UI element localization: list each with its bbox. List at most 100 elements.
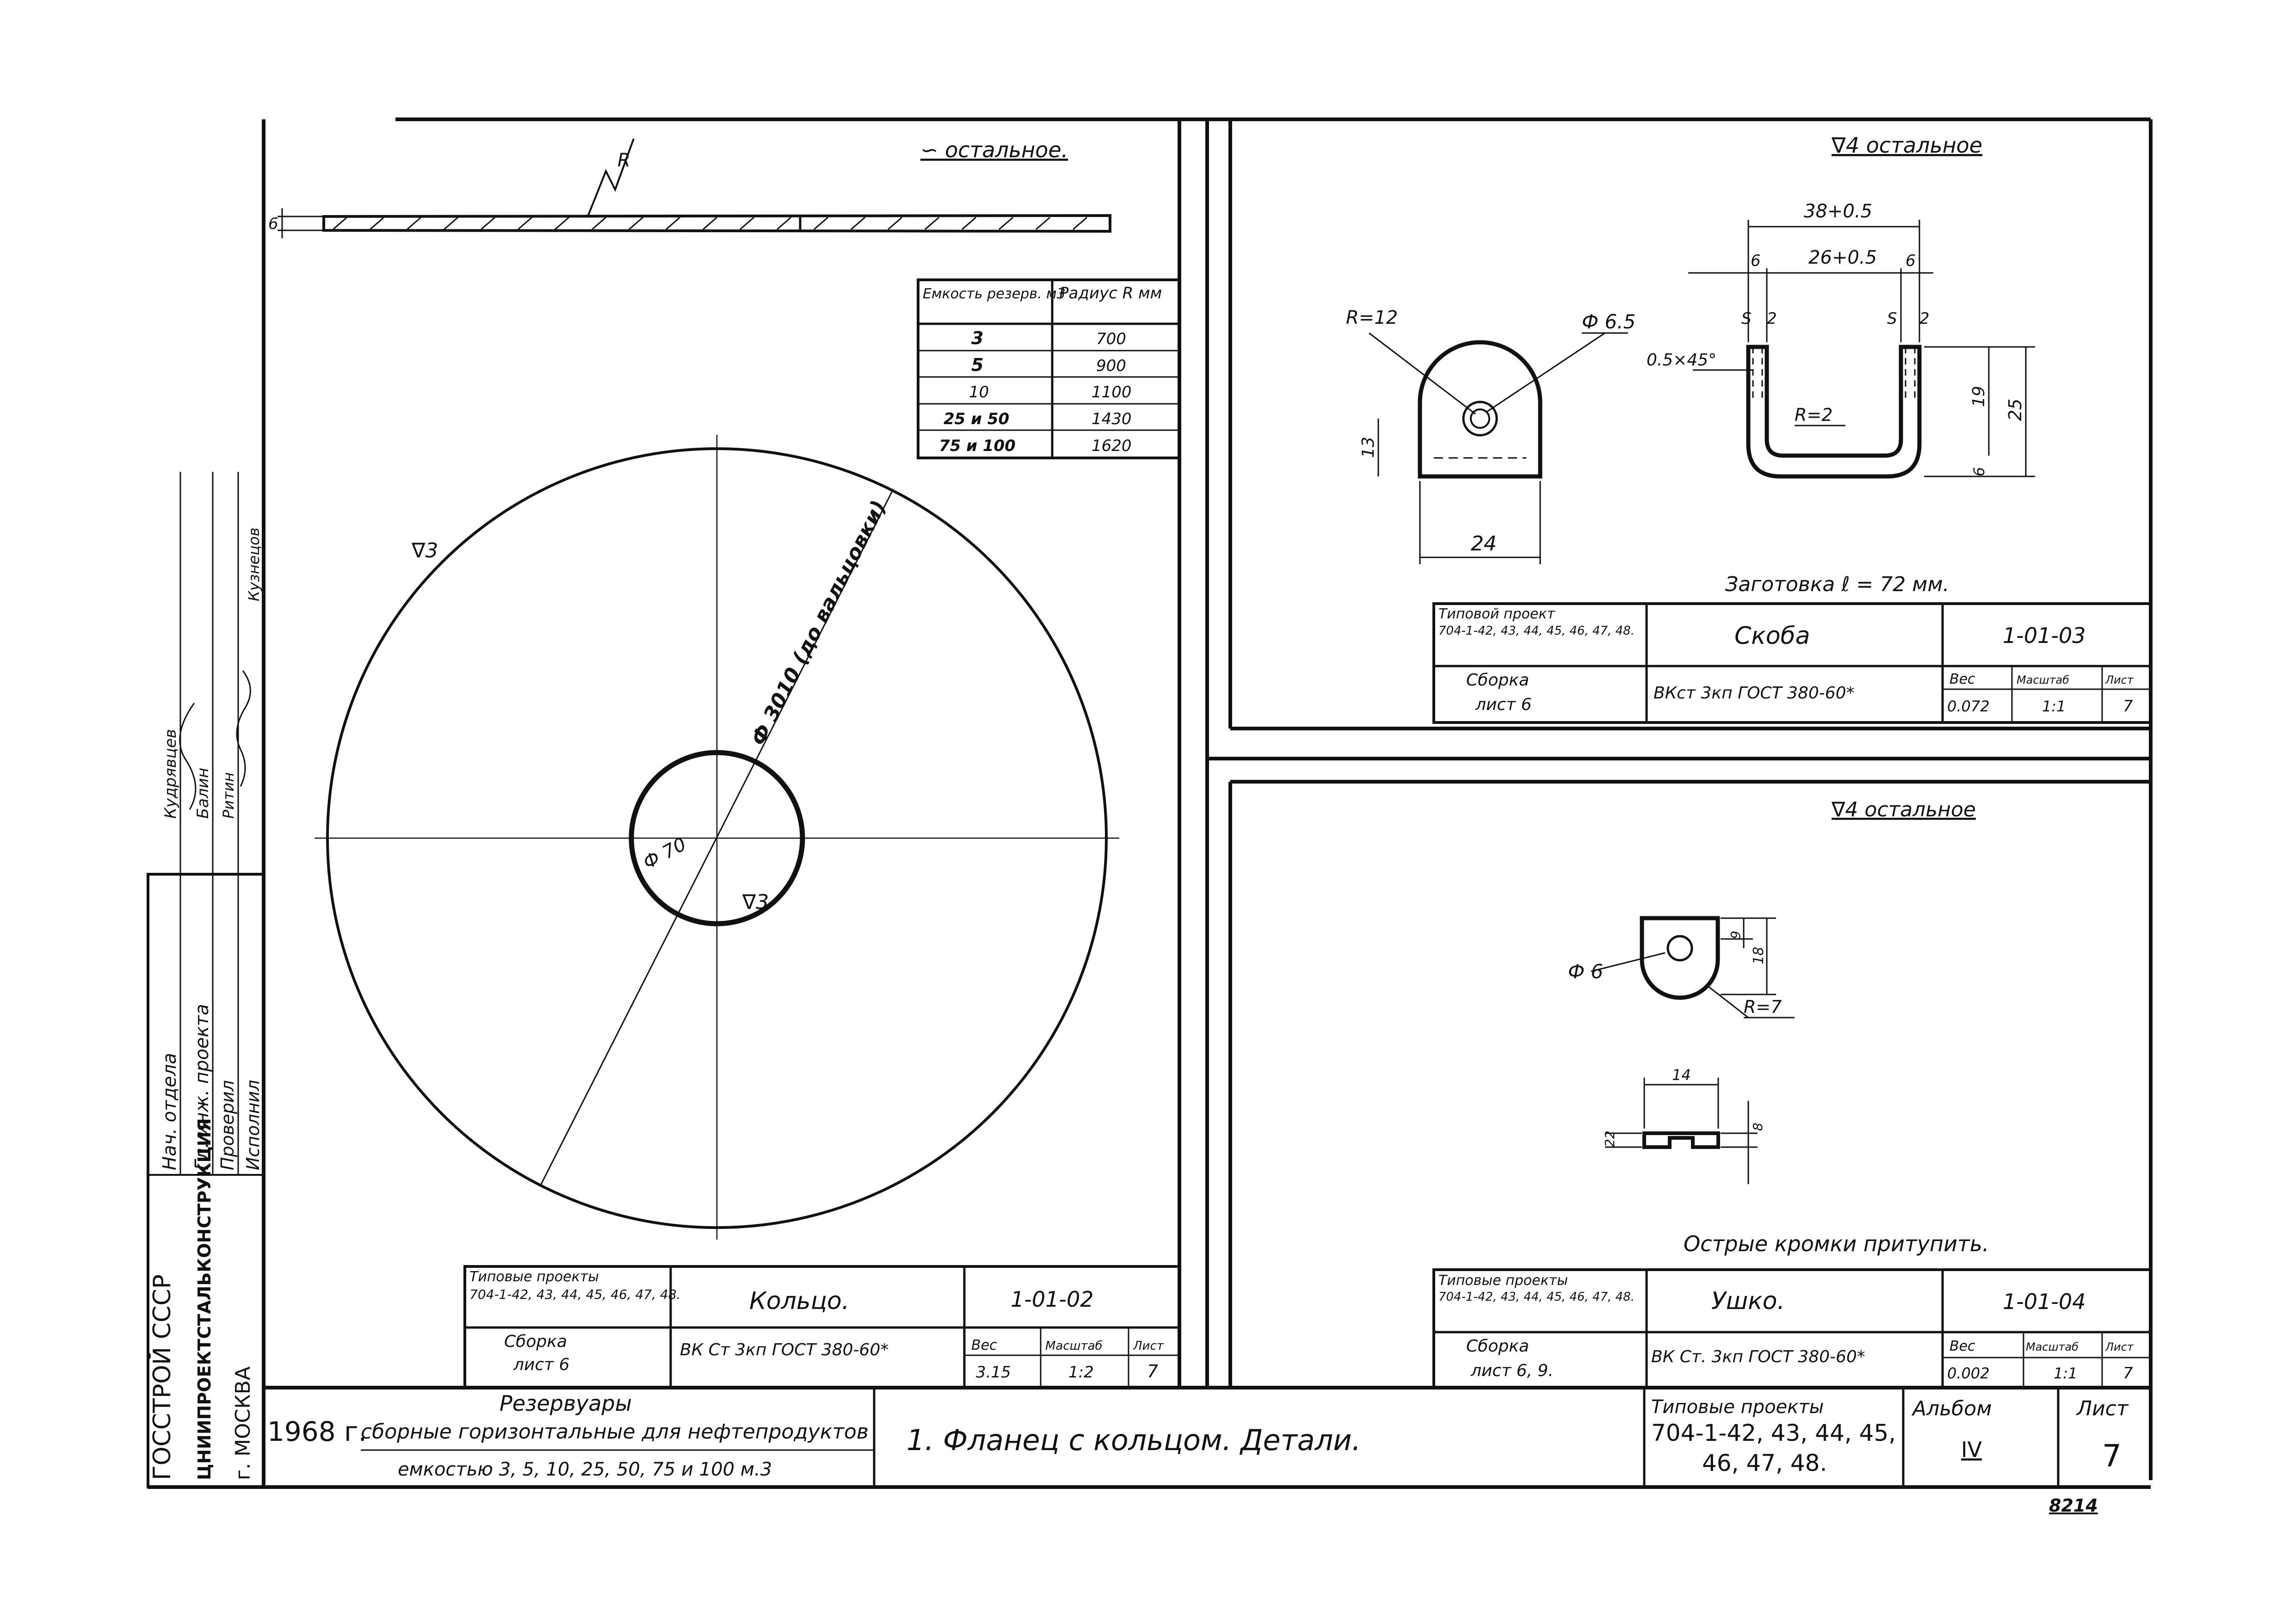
table-cell: 5 xyxy=(971,355,983,375)
role-checked: Проверил xyxy=(217,1080,238,1170)
table-cell: 75 и 100 xyxy=(939,437,1016,455)
scale-label: Масштаб xyxy=(2017,673,2069,686)
stamp-projects-numbers: 704-1-42, 43, 44, 45, 46, 47, 48. xyxy=(469,1287,681,1302)
table-header-radius: Радиус R мм xyxy=(1059,284,1162,303)
weight-value: 0.002 xyxy=(1947,1365,1990,1382)
stamp-projects-label: Типовой проект xyxy=(1438,606,1555,622)
title-subject-2: сборные горизонтальные для нефтепродукто… xyxy=(361,1420,869,1444)
lug-stamp: Типовые проекты 704-1-42, 43, 44, 45, 46… xyxy=(1432,1268,2152,1389)
bracket-dim-s-right: S xyxy=(1887,309,1897,328)
bracket-surface-note: ∇4 остальное xyxy=(1831,133,1982,158)
footer-code: 8214 xyxy=(2049,1495,2098,1516)
stamp-sheet-ref: лист 6 xyxy=(1475,695,1532,714)
part-name: Скоба xyxy=(1734,622,1810,650)
table-cell: 1620 xyxy=(1092,437,1132,455)
lug-surface-note: ∇4 остальное xyxy=(1831,798,1976,821)
surface-mark-inner: ∇3 xyxy=(742,890,769,914)
section-R-mark: R xyxy=(617,150,630,171)
bracket-radius-top: R=12 xyxy=(1346,307,1398,328)
sheet-label: Лист xyxy=(2105,1340,2134,1353)
lug-dim-14: 14 xyxy=(1672,1066,1691,1084)
table-cell: 3 xyxy=(971,328,983,348)
profile-thickness-dim: 6 xyxy=(268,215,278,233)
lug-dim-18: 18 xyxy=(1751,947,1767,964)
sheet-value: 7 xyxy=(2123,697,2133,716)
bracket-view: ∇4 остальное R=12 Ф 6.5 13 24 38+0.5 26+… xyxy=(1346,133,2035,596)
stamp-projects-label: Типовые проекты xyxy=(1438,1272,1568,1289)
name-chief-engineer: Балин xyxy=(194,768,212,819)
table-cell: 700 xyxy=(1096,330,1126,348)
surface-mark-outer: ∇3 xyxy=(411,539,438,562)
scale-value: 1:2 xyxy=(1068,1363,1094,1382)
sheet-label: Лист xyxy=(2076,1397,2129,1420)
part-name: Ушко. xyxy=(1711,1287,1785,1315)
bracket-dim-2-right: 2 xyxy=(1919,309,1930,328)
table-cell: 900 xyxy=(1096,357,1126,375)
bracket-dim-13: 13 xyxy=(1359,437,1378,458)
bracket-hole-diameter: Ф 6.5 xyxy=(1582,310,1635,333)
bracket-dim-38: 38+0.5 xyxy=(1804,201,1872,222)
lug-hole-diameter: Ф 6 xyxy=(1568,960,1603,983)
bracket-dim-6a: 6 xyxy=(1751,252,1761,270)
table-header-capacity: Емкость резерв. м3 xyxy=(923,286,1066,302)
org-gosstroy: ГОССТРОЙ СССР xyxy=(148,1274,176,1480)
album-label: Альбом xyxy=(1911,1397,1992,1420)
lug-dim-22: 22 xyxy=(1602,1130,1617,1147)
part-code: 1-01-04 xyxy=(2003,1289,2086,1314)
name-head: Кудрявцев xyxy=(161,729,180,819)
bracket-dim-6b: 6 xyxy=(1906,252,1916,270)
lug-view: ∇4 остальное 9 18 Ф 6 R=7 14 8 22 Острые… xyxy=(1568,798,1989,1256)
bracket-stamp: Типовой проект 704-1-42, 43, 44, 45, 46,… xyxy=(1432,602,2152,724)
bracket-dim-25: 25 xyxy=(2005,399,2025,421)
ring-inner-diameter: Ф 70 xyxy=(640,834,690,874)
bracket-radius-inner: R=2 xyxy=(1795,405,1832,425)
weight-label: Вес xyxy=(1950,1338,1975,1354)
sheet-value: 7 xyxy=(2123,1364,2133,1383)
ring-profile-view: ∽ остальное. 6 R xyxy=(268,137,1111,238)
role-executed: Исполнил xyxy=(243,1080,263,1170)
weight-label: Вес xyxy=(1950,671,1975,687)
stamp-sheet-ref: лист 6, 9. xyxy=(1470,1361,1554,1380)
bracket-dim-24: 24 xyxy=(1471,532,1497,556)
title-projects-label: Типовые проекты xyxy=(1651,1396,1824,1418)
stamp-assembly: Сборка xyxy=(1466,1337,1529,1356)
bracket-dim-19: 19 xyxy=(1969,386,1988,407)
part-material: ВКст 3кп ГОСТ 380-60* xyxy=(1653,684,1855,703)
bracket-chamfer: 0.5×45° xyxy=(1647,351,1716,370)
weight-value: 0.072 xyxy=(1947,698,1990,715)
sheet-label: Лист xyxy=(1133,1339,1164,1353)
part-material: ВК Ст 3кп ГОСТ 380-60* xyxy=(680,1340,888,1359)
role-chief-engineer: Гл. инж. проекта xyxy=(191,1004,213,1171)
title-projects-line2: 46, 47, 48. xyxy=(1702,1450,1827,1476)
part-name: Кольцо. xyxy=(749,1287,849,1315)
main-title-block: 1968 г. Резервуары сборные горизонтальны… xyxy=(262,1388,2129,1516)
table-cell: 1430 xyxy=(1092,410,1132,428)
stamp-projects-numbers: 704-1-42, 43, 44, 45, 46, 47, 48. xyxy=(1438,1290,1635,1304)
bracket-dim-6c: 6 xyxy=(1970,467,1988,476)
bracket-dim-2-left: 2 xyxy=(1767,309,1777,328)
role-head: Нач. отдела xyxy=(159,1053,180,1170)
weight-label: Вес xyxy=(971,1337,997,1353)
scale-label: Масштаб xyxy=(1045,1339,1103,1353)
stamp-projects-label: Типовые проекты xyxy=(469,1269,599,1285)
name-checked: Ритин xyxy=(220,772,237,819)
part-code: 1-01-03 xyxy=(2003,623,2086,648)
lug-edges-note: Острые кромки притупить. xyxy=(1684,1231,1989,1256)
sheet-label: Лист xyxy=(2105,673,2134,686)
name-executed: Кузнецов xyxy=(245,528,263,602)
ring-plan-view: Ф 3010 (до вальцовки) Ф 70 ∇3 ∇3 xyxy=(315,435,1119,1240)
lug-radius: R=7 xyxy=(1744,997,1782,1017)
org-city: г. МОСКВА xyxy=(231,1366,255,1480)
scale-value: 1:1 xyxy=(2042,698,2066,715)
part-code: 1-01-02 xyxy=(1011,1287,1094,1312)
weight-value: 3.15 xyxy=(976,1363,1011,1382)
profile-surface-note: ∽ остальное. xyxy=(920,137,1068,162)
title-projects-line1: 704-1-42, 43, 44, 45, xyxy=(1651,1420,1896,1446)
drawing-title: 1. Фланец с кольцом. Детали. xyxy=(907,1423,1361,1457)
table-cell: 25 и 50 xyxy=(944,410,1009,428)
table-cell: 1100 xyxy=(1092,383,1132,401)
scale-label: Масштаб xyxy=(2026,1340,2079,1353)
scale-value: 1:1 xyxy=(2054,1365,2078,1382)
